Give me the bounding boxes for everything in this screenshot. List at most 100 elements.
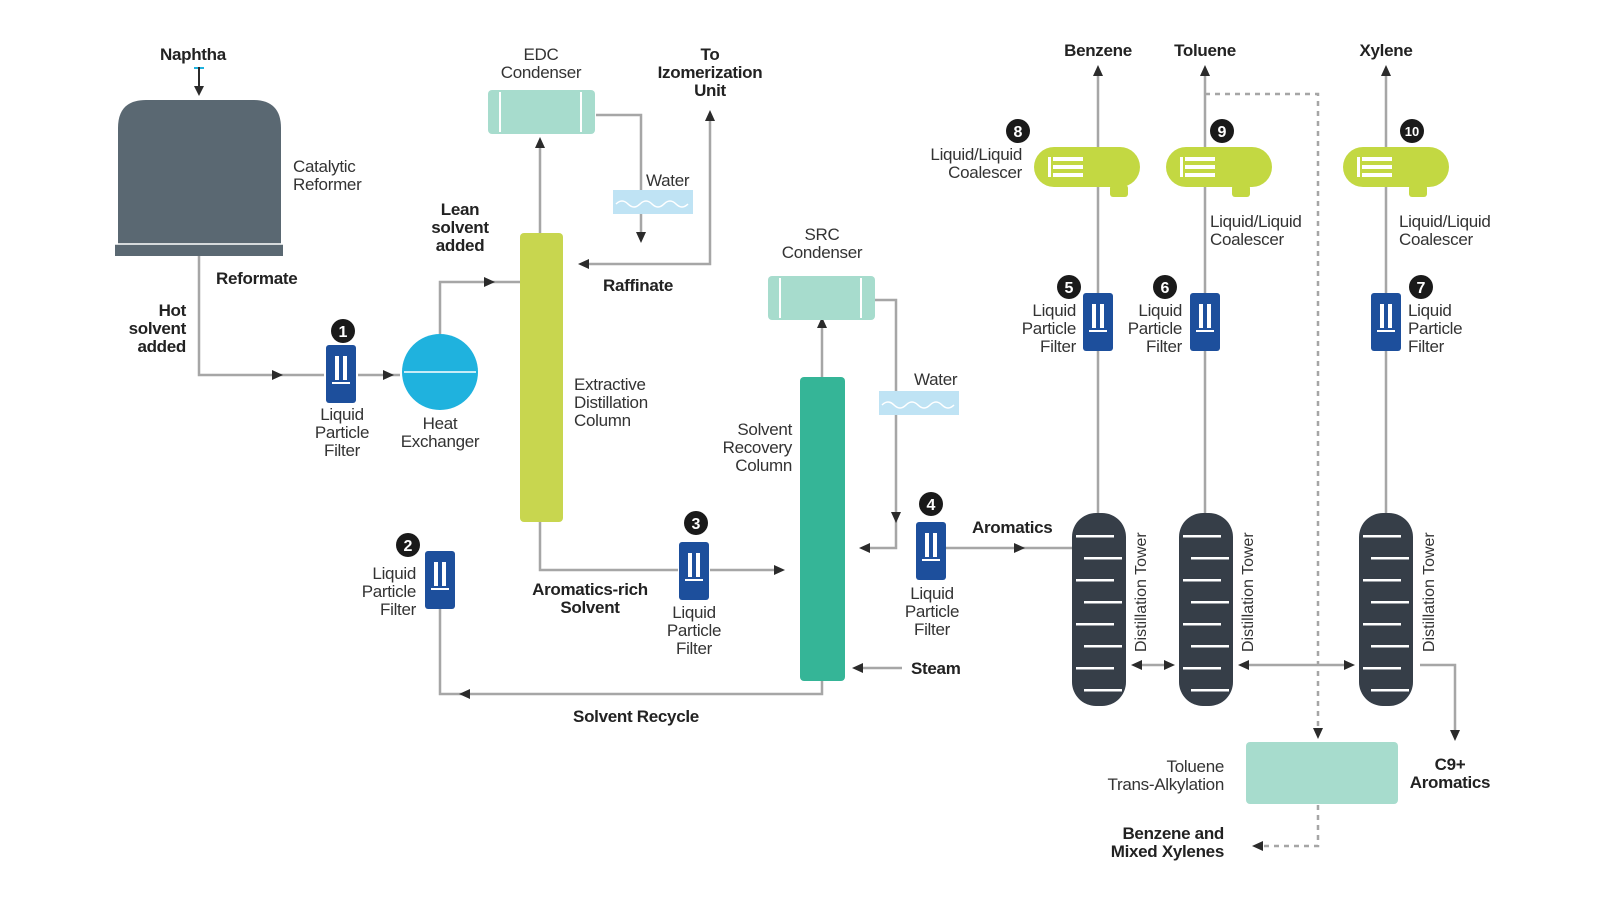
aromatics-arrow <box>1014 543 1025 553</box>
coalescers <box>1034 147 1449 197</box>
distillation-tower-1 <box>1072 513 1126 706</box>
extractive-distillation-column <box>520 233 563 522</box>
badge-2: 2 <box>396 533 420 557</box>
to-izomerization-line <box>641 118 712 266</box>
src-up-arrow <box>817 317 827 328</box>
filter-3-label: Liquid Particle Filter <box>666 603 722 658</box>
edc-to-water-line <box>596 113 643 232</box>
svg-text:7: 7 <box>1417 280 1426 297</box>
filter-6 <box>1190 293 1220 351</box>
benzene-label: Benzene <box>1064 41 1132 60</box>
distillation-tower-2 <box>1179 513 1233 706</box>
recycle-arrow <box>459 689 470 699</box>
c9-arrow <box>1450 730 1460 741</box>
badge-4: 4 <box>919 492 943 516</box>
reflux-line <box>862 520 898 550</box>
coalescer-8 <box>1034 147 1140 197</box>
raffinate-label: Raffinate <box>603 276 674 295</box>
distillation-tower-3 <box>1359 513 1413 706</box>
benzene-arrow <box>1093 65 1103 76</box>
filters <box>326 293 1401 609</box>
tower-link-right-arrow-1 <box>1164 660 1175 670</box>
filter1-out-arrow <box>383 370 394 380</box>
to-izomerization-label: To Izomerization Unit <box>657 45 763 100</box>
lean-solvent-label: Lean solvent added <box>431 200 489 255</box>
steam-label: Steam <box>911 659 961 678</box>
svg-text:1: 1 <box>339 324 348 341</box>
filter-4 <box>916 522 946 580</box>
transalk-in-arrow <box>1313 728 1323 739</box>
svg-text:10: 10 <box>1405 124 1419 139</box>
filter-1-label: Liquid Particle Filter <box>314 405 370 460</box>
edc-condenser <box>488 90 595 134</box>
recycle-to-filter2-line <box>438 606 462 696</box>
filter-2 <box>425 551 455 609</box>
reflux-left-arrow <box>859 543 870 553</box>
badge-6: 6 <box>1153 275 1177 299</box>
distillation-towers <box>1072 513 1413 706</box>
transalk-output-dashed-line <box>1255 805 1320 848</box>
hot-solvent-label: Hot solvent added <box>128 301 187 356</box>
lean-solvent-arrow <box>484 277 495 287</box>
recovery-in-arrow <box>774 565 785 575</box>
benzene-mixed-xylenes-label: Benzene and Mixed Xylenes <box>1110 824 1225 861</box>
trans-alkylation-label: Toluene Trans-Alkylation <box>1107 757 1225 794</box>
water-cooler-2 <box>879 391 959 415</box>
solvent-recycle-line <box>462 678 824 696</box>
izomerization-arrow <box>705 110 715 121</box>
tower-link-left-arrow-2 <box>1238 660 1249 670</box>
raffinate-arrow <box>578 259 589 269</box>
filter-6-label: Liquid Particle Filter <box>1127 301 1183 356</box>
c9-line <box>1420 663 1457 735</box>
badge-5: 5 <box>1057 275 1081 299</box>
toluene-label: Toluene <box>1174 41 1236 60</box>
filter-7-label: Liquid Particle Filter <box>1408 301 1463 356</box>
water-down-arrow <box>636 232 646 243</box>
svg-text:5: 5 <box>1065 280 1074 297</box>
distillation-tower-1-label: Distillation Tower <box>1133 532 1150 652</box>
filter-2-label: Liquid Particle Filter <box>361 564 417 619</box>
coalescer-8-label: Liquid/Liquid Coalescer <box>930 145 1022 182</box>
distillation-tower-2-label: Distillation Tower <box>1240 532 1257 652</box>
badge-9: 9 <box>1210 119 1234 143</box>
heat-exchanger-label: Heat Exchanger <box>400 414 480 451</box>
badge-1: 1 <box>331 319 355 343</box>
badge-7: 7 <box>1409 275 1433 299</box>
svg-text:2: 2 <box>404 538 413 555</box>
filter-1 <box>326 345 356 403</box>
filter-5 <box>1083 293 1113 351</box>
reformate-line <box>197 256 272 377</box>
arrowheads <box>194 65 1460 851</box>
src-condenser <box>768 276 875 320</box>
svg-text:6: 6 <box>1161 280 1170 297</box>
hx-to-column-line <box>438 280 490 338</box>
solvent-recovery-label: Solvent Recovery Column <box>722 420 793 475</box>
tower-link-right-arrow-2 <box>1344 660 1355 670</box>
toluene-transalk-dashed-line <box>1205 92 1320 735</box>
svg-text:3: 3 <box>692 516 701 533</box>
distillation-tower-3-label: Distillation Tower <box>1421 532 1438 652</box>
coalescer-10 <box>1343 147 1449 197</box>
svg-text:8: 8 <box>1014 124 1023 141</box>
water-label-2: Water <box>914 370 958 389</box>
filter-5-label: Liquid Particle Filter <box>1021 301 1077 356</box>
toluene-arrow <box>1200 65 1210 76</box>
coalescer-9 <box>1166 147 1272 197</box>
extractive-column-label: Extractive Distillation Column <box>574 375 648 430</box>
filter-3 <box>679 542 709 600</box>
solvent-recycle-label: Solvent Recycle <box>573 707 699 726</box>
naphtha-arrow <box>194 86 204 96</box>
xylene-arrow <box>1381 65 1391 76</box>
transalk-out-arrow <box>1252 841 1263 851</box>
tower-link-left-arrow-1 <box>1131 660 1142 670</box>
badge-8: 8 <box>1006 119 1030 143</box>
reflux-down-arrow <box>891 512 901 523</box>
aromatics-label: Aromatics <box>972 518 1053 537</box>
heat-exchanger <box>402 334 478 410</box>
badges: 1 2 3 4 5 6 7 8 9 10 <box>331 119 1433 557</box>
c9-aromatics-label: C9+ Aromatics <box>1409 755 1491 792</box>
reformate-label: Reformate <box>216 269 298 288</box>
coalescer-10-label: Liquid/Liquid Coalescer <box>1399 212 1491 249</box>
catalytic-reformer <box>115 100 283 256</box>
src-to-water-line <box>874 298 898 520</box>
